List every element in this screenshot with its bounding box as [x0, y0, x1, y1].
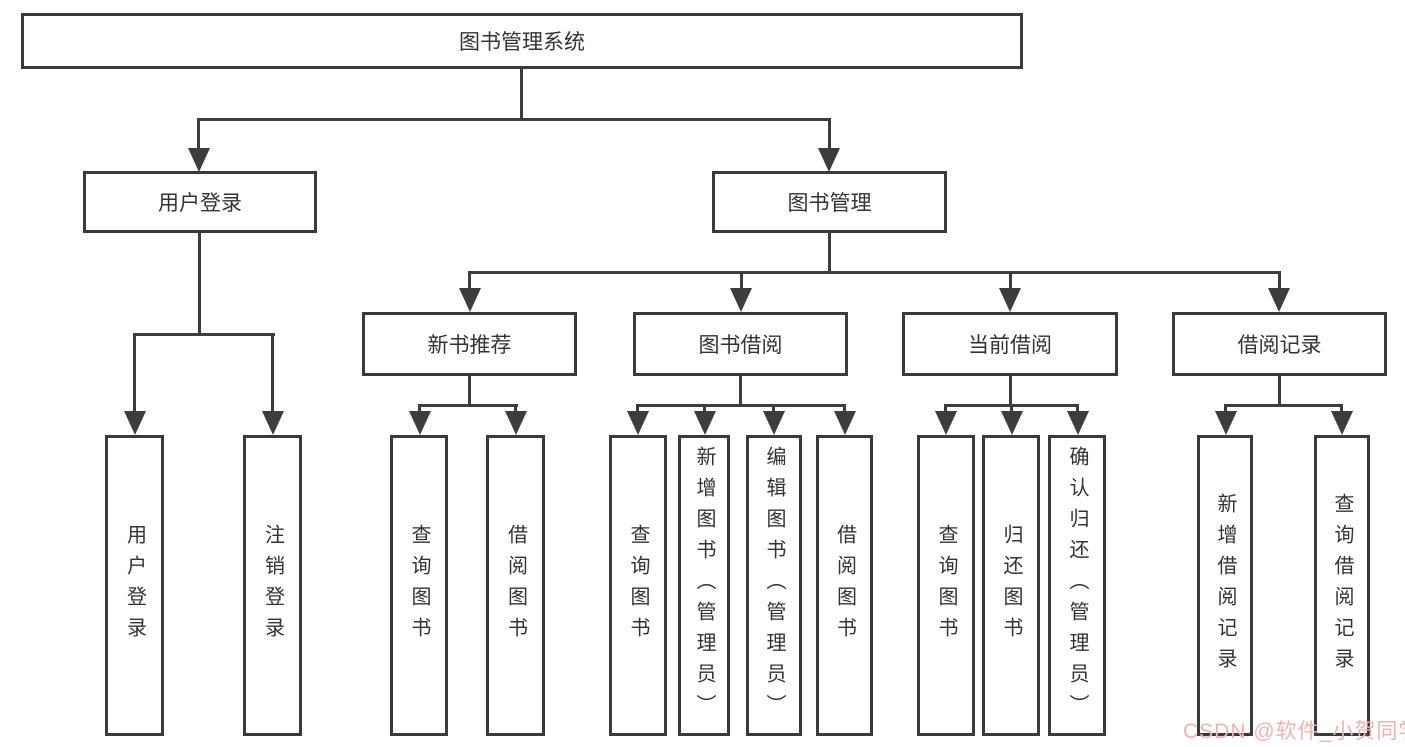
connector-line: [520, 69, 523, 121]
leaf-borrowing-query-books: 查询图书: [609, 435, 667, 736]
node-user-login: 用户登录: [83, 171, 317, 233]
node-book-management: 图书管理: [712, 171, 947, 233]
connector-line: [197, 118, 200, 150]
connector-line: [828, 233, 831, 274]
leaf-current-confirm-return-admin: 确认归还（管理员）: [1048, 435, 1106, 736]
leaf-borrowing-edit-books-admin: 编辑图书（管理员）: [746, 435, 802, 736]
connector-line: [1278, 271, 1281, 291]
arrowhead-icon: [459, 288, 481, 312]
arrowhead-icon: [1215, 411, 1237, 435]
leaf-newbook-borrow-books: 借阅图书: [486, 435, 545, 736]
leaf-newbook-query-books: 查询图书: [390, 435, 448, 736]
leaf-current-query-books: 查询图书: [917, 435, 975, 736]
connector-line: [1076, 404, 1079, 414]
arrowhead-icon: [409, 411, 431, 435]
node-book-borrowing: 图书借阅: [633, 312, 848, 376]
connector-line: [271, 333, 274, 413]
connector-line: [198, 233, 201, 336]
connector-line: [843, 404, 846, 414]
arrowhead-icon: [834, 411, 856, 435]
connector-line: [703, 404, 706, 414]
arrowhead-icon: [1001, 411, 1023, 435]
arrowhead-icon: [935, 411, 957, 435]
watermark: CSDN @软件_小贺同学: [1183, 720, 1405, 743]
connector-line: [468, 271, 1281, 274]
connector-line: [514, 404, 517, 414]
arrowhead-icon: [505, 411, 527, 435]
node-borrow-records: 借阅记录: [1172, 312, 1387, 376]
connector-line: [468, 376, 471, 407]
leaf-logout-login: 注销登录: [243, 435, 302, 736]
arrowhead-icon: [1331, 411, 1353, 435]
connector-line: [418, 404, 421, 414]
connector-line: [197, 118, 831, 121]
arrowhead-icon: [763, 411, 785, 435]
arrowhead-icon: [188, 148, 210, 172]
leaf-records-query-record: 查询借阅记录: [1314, 435, 1370, 736]
connector-line: [740, 271, 743, 291]
leaf-records-add-record: 新增借阅记录: [1197, 435, 1253, 736]
leaf-current-return-books: 归还图书: [982, 435, 1040, 736]
arrowhead-icon: [730, 288, 752, 312]
arrowhead-icon: [124, 411, 146, 435]
arrowhead-icon: [1067, 411, 1089, 435]
leaf-user-login: 用户登录: [105, 435, 164, 736]
leaf-borrowing-borrow-books: 借阅图书: [816, 435, 873, 736]
connector-line: [1224, 404, 1343, 407]
arrowhead-icon: [627, 411, 649, 435]
connector-line: [133, 333, 136, 413]
connector-line: [1278, 376, 1281, 407]
connector-line: [636, 404, 846, 407]
arrowhead-icon: [694, 411, 716, 435]
connector-line: [1010, 404, 1013, 414]
arrowhead-icon: [818, 148, 840, 172]
leaf-borrowing-add-books-admin: 新增图书（管理员）: [678, 435, 730, 736]
connector-line: [418, 404, 518, 407]
connector-line: [944, 404, 947, 414]
arrowhead-icon: [262, 411, 284, 435]
connector-line: [636, 404, 639, 414]
connector-line: [1009, 271, 1012, 291]
node-new-book-recommend: 新书推荐: [362, 312, 577, 376]
node-library-system: 图书管理系统: [21, 13, 1023, 69]
arrowhead-icon: [999, 288, 1021, 312]
connector-line: [1224, 404, 1227, 414]
arrowhead-icon: [1268, 288, 1290, 312]
connector-line: [739, 376, 742, 407]
connector-line: [133, 333, 275, 336]
connector-line: [772, 404, 775, 414]
connector-line: [468, 271, 471, 291]
connector-line: [1009, 376, 1012, 407]
connector-line: [1340, 404, 1343, 414]
connector-line: [828, 118, 831, 150]
node-current-borrowing: 当前借阅: [902, 312, 1118, 376]
